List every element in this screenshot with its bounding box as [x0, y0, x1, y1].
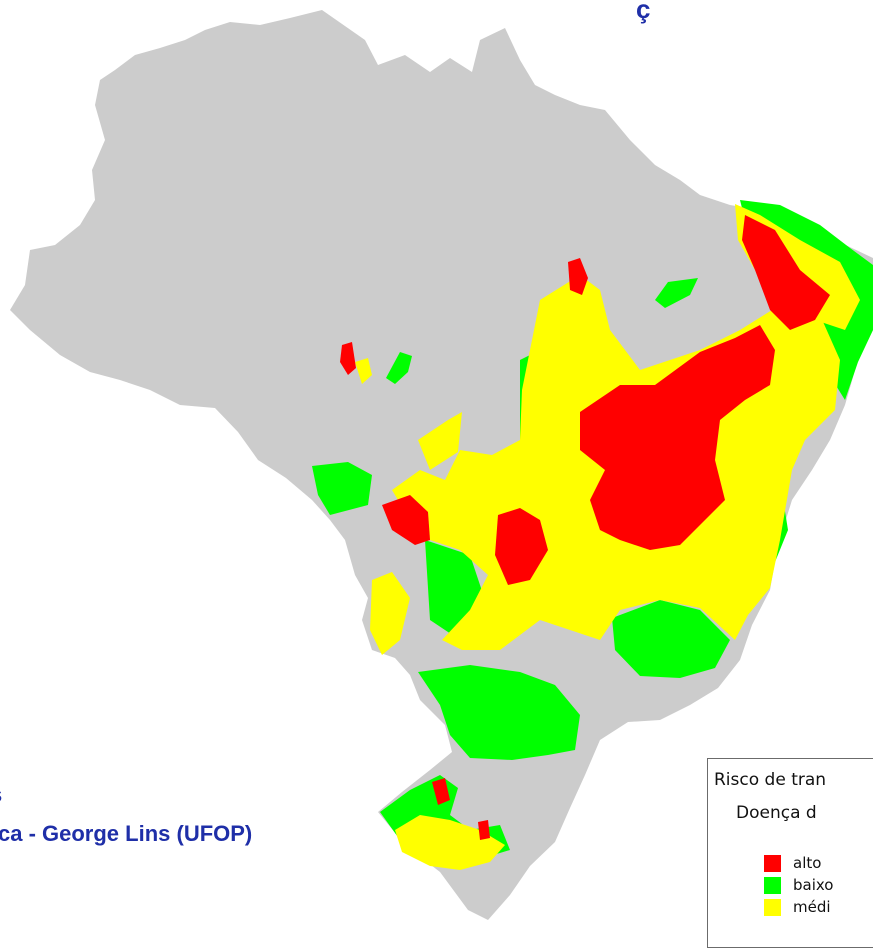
low-risk-region-parana: [418, 665, 580, 760]
high-risk-region-amazon: [340, 342, 356, 375]
legend-swatch-medium: [764, 898, 781, 916]
high-risk-regions: [340, 215, 830, 840]
subtitle-fragment: s: [0, 782, 2, 808]
medium-risk-region-west: [370, 572, 410, 655]
legend-label-high: alto: [793, 854, 822, 872]
high-risk-region-sertao: [580, 325, 775, 550]
low-risk-region-amazon-1: [386, 352, 412, 384]
legend-label-low: baixo: [793, 876, 834, 894]
map-legend: Risco de tran Doença d alto baixo médi: [707, 758, 873, 948]
medium-risk-region-south: [395, 815, 505, 870]
low-risk-region-minas: [612, 600, 730, 678]
legend-label-medium: médi: [793, 898, 831, 916]
medium-risk-region-rondonia: [418, 412, 462, 470]
high-risk-region-south-2: [478, 820, 490, 840]
legend-item-high: alto: [764, 853, 821, 873]
high-risk-region-northeast: [742, 215, 830, 330]
low-risk-region-pantanal: [312, 462, 372, 515]
legend-swatch-low: [764, 876, 781, 894]
medium-risk-region-amazon: [355, 358, 372, 384]
brazil-country-shape: [10, 10, 873, 920]
legend-item-low: baixo: [764, 875, 833, 895]
low-risk-region-amazon-2: [655, 278, 698, 308]
high-risk-region-mato-grosso: [382, 495, 430, 545]
high-risk-region-south-1: [432, 778, 450, 805]
map-title-fragment: ç: [636, 0, 651, 24]
legend-swatch-high: [764, 854, 781, 872]
legend-title-line-1: Risco de tran: [714, 770, 827, 790]
high-risk-region-maranhao: [568, 258, 588, 295]
high-risk-region-goias: [495, 508, 548, 585]
author-credit: ca - George Lins (UFOP): [0, 821, 253, 846]
legend-title-line-2: Doença d: [736, 803, 817, 823]
legend-item-medium: médi: [764, 897, 831, 917]
